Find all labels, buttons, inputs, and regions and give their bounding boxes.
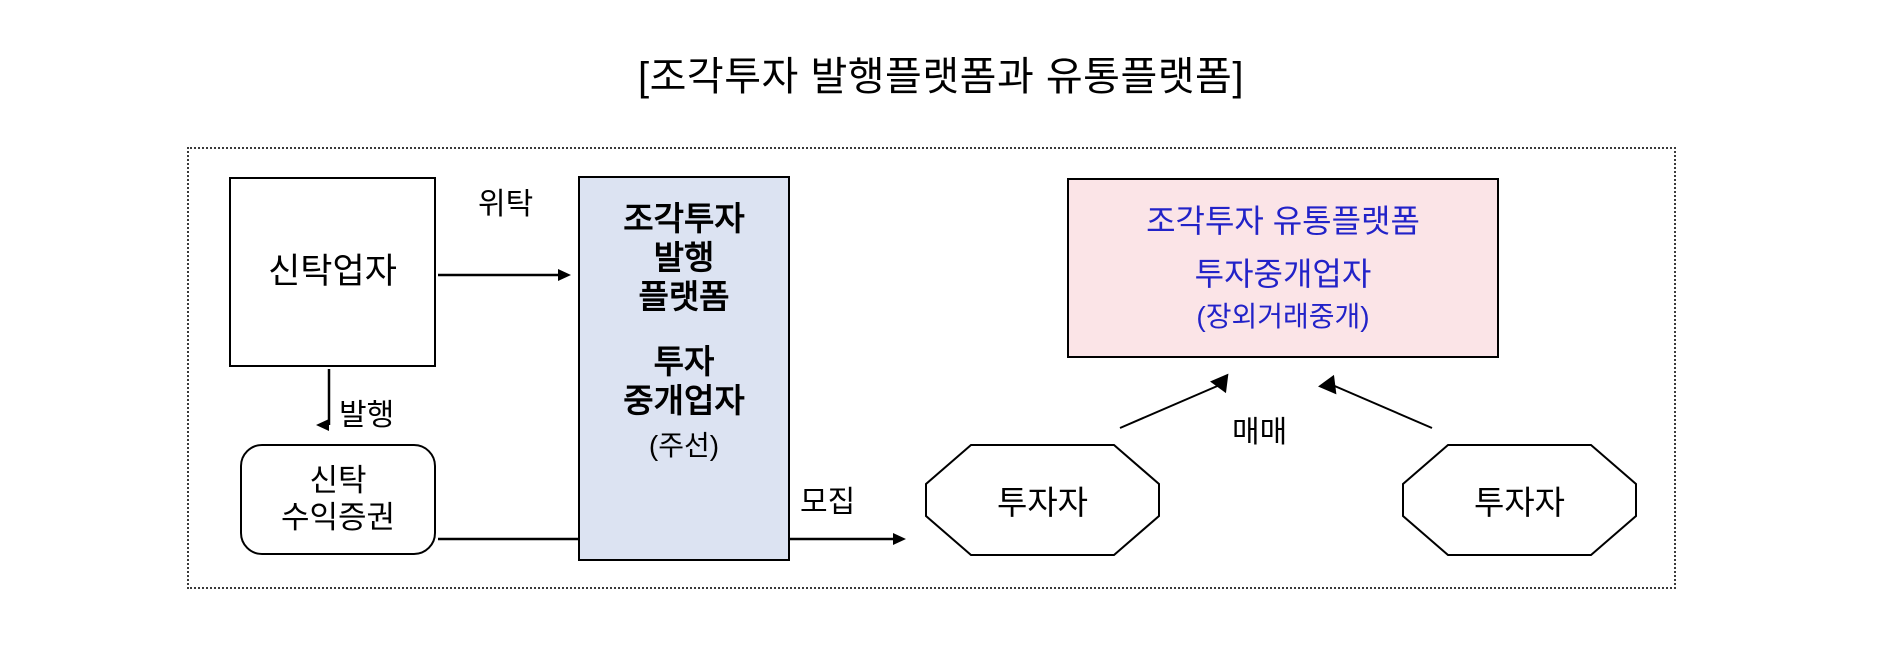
node-investor-right: 투자자 (1402, 444, 1637, 556)
issuance-platform-note: (주선) (648, 429, 720, 461)
trust-security-line-1: 신탁 (309, 462, 367, 498)
diagram-outer-frame (187, 147, 1676, 589)
node-trust-security: 신탁 수익증권 (240, 444, 436, 555)
node-distribution-platform: 조각투자 유통플랫폼 투자중개업자 (장외거래중개) (1067, 178, 1499, 358)
node-trust-company-label: 신탁업자 (268, 252, 397, 292)
node-investor-left-label: 투자자 (996, 484, 1089, 521)
distribution-platform-line-2: 투자중개업자 (1194, 256, 1372, 293)
edge-label-issue: 발행 (339, 399, 395, 432)
distribution-platform-line-1: 조각투자 유통플랫폼 (1146, 202, 1420, 239)
node-investor-right-label: 투자자 (1473, 484, 1566, 521)
issuance-platform-line-2: 발행 (653, 238, 715, 276)
node-issuance-platform: 조각투자 발행 플랫폼 투자 중개업자 (주선) (578, 176, 790, 561)
trust-security-line-2: 수익증권 (280, 499, 396, 535)
issuance-platform-line-5: 중개업자 (623, 381, 745, 419)
node-trust-company: 신탁업자 (229, 177, 436, 367)
octagon-shape-left (925, 444, 1160, 556)
edge-label-trade: 매매 (1232, 416, 1288, 449)
edge-label-entrust: 위탁 (478, 188, 534, 221)
octagon-shape-right (1402, 444, 1637, 556)
issuance-platform-line-1: 조각투자 (623, 200, 745, 237)
edge-label-recruit: 모집 (800, 486, 856, 519)
distribution-platform-line-3: (장외거래중개) (1196, 301, 1370, 333)
page-title: [조각투자 발행플랫폼과 유통플랫폼] (638, 55, 1244, 99)
issuance-platform-line-3: 플랫폼 (638, 277, 730, 315)
issuance-platform-line-4: 투자 (653, 342, 715, 380)
node-investor-left: 투자자 (925, 444, 1160, 556)
